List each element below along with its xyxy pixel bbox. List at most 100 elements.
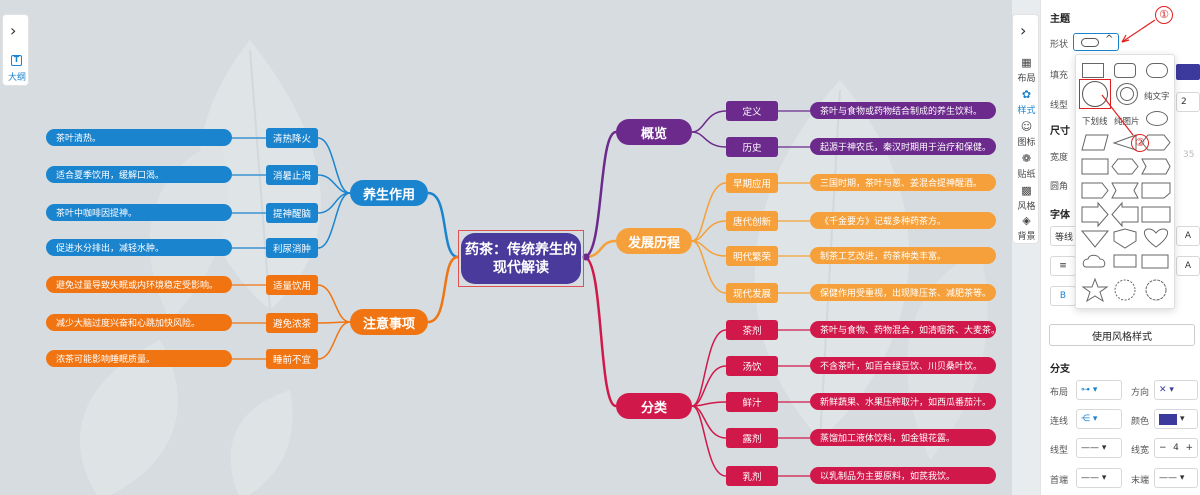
subtopic[interactable]: 定义 — [726, 101, 778, 121]
plus-icon[interactable]: + — [1185, 443, 1193, 453]
subtopic[interactable]: 乳剂 — [726, 466, 778, 486]
branch-title: 分支 — [1050, 364, 1070, 375]
main-topic[interactable]: 分类 — [616, 393, 692, 419]
detail-topic[interactable]: 蒸馏加工液体饮料，如金银花露。 — [810, 429, 996, 446]
leaf-decoration-bottom — [80, 340, 293, 495]
head-end-select[interactable]: —— ▾ — [1076, 468, 1122, 488]
bold-button[interactable]: B — [1050, 286, 1076, 306]
subtopic[interactable]: 清热降火 — [266, 128, 318, 148]
font-family-select[interactable]: 等线 — [1050, 226, 1078, 246]
main-topic[interactable]: 概览 — [616, 119, 692, 145]
subtopic[interactable]: 鲜汁 — [726, 392, 778, 412]
sub-connector — [691, 405, 727, 477]
detail-topic[interactable]: 茶叶与食物或药物结合制成的养生饮料。 — [810, 102, 996, 119]
minus-icon[interactable]: − — [1159, 443, 1167, 453]
mindmap-canvas[interactable]: 药茶：传统养生的现代解读 概览 定义 茶叶与食物或药物结合制成的养生饮料。历史 起源于… — [0, 0, 1012, 495]
subtopic[interactable]: 唐代创新 — [726, 211, 778, 231]
detail-topic[interactable]: 减少大脑过度兴奋和心跳加快风险。 — [46, 314, 232, 331]
emoji-icon: ☺ — [1020, 120, 1033, 133]
fill-color-swatch[interactable] — [1176, 64, 1200, 80]
shape-rectangle[interactable] — [1082, 63, 1104, 78]
shape-ellipse[interactable] — [1146, 111, 1168, 126]
strip-icons[interactable]: ☺ 图标 — [1013, 120, 1040, 149]
detail-topic[interactable]: 茶叶清热。 — [46, 129, 232, 146]
connector-select[interactable]: ⋲ ▾ — [1076, 409, 1122, 429]
outline-icon[interactable]: T — [11, 55, 22, 66]
shape-image[interactable]: 纯图片 — [1114, 117, 1140, 127]
main-topic[interactable]: 发展历程 — [616, 228, 692, 254]
subtopic[interactable]: 适量饮用 — [266, 275, 318, 295]
detail-topic[interactable]: 适合夏季饮用，缓解口渴。 — [46, 166, 232, 183]
sub-connector — [691, 182, 727, 242]
main-connector — [427, 255, 459, 324]
chevron-up-icon: ^ — [1105, 34, 1114, 45]
strip-sticker[interactable]: ❁ 贴纸 — [1013, 153, 1040, 181]
shape-pill[interactable] — [1146, 63, 1168, 78]
detail-topic[interactable]: 保健作用受重视，出现降压茶、减肥茶等。 — [810, 284, 996, 301]
width-value[interactable]: 35 — [1183, 150, 1195, 160]
line-type-select[interactable]: —— ▾ — [1076, 438, 1122, 458]
subtopic[interactable]: 汤饮 — [726, 356, 778, 376]
strip-background[interactable]: ◈ 背景 — [1013, 214, 1040, 243]
central-topic[interactable]: 药茶：传统养生的现代解读 — [458, 230, 584, 287]
line-width-stepper[interactable]: − 4 + — [1154, 438, 1198, 458]
detail-topic[interactable]: 起源于神农氏，秦汉时期用于治疗和保健。 — [810, 138, 996, 155]
outline-label[interactable]: 大纲 — [8, 73, 27, 83]
subtopic[interactable]: 消暑止渴 — [266, 165, 318, 185]
rounded-shape-icon — [1081, 38, 1099, 47]
expand-chevron-icon[interactable]: › — [10, 21, 17, 40]
detail-topic[interactable]: 《千金要方》记载多种药茶方。 — [810, 212, 996, 229]
detail-topic[interactable]: 不含茶叶，如百合绿豆饮、川贝桑叶饮。 — [810, 357, 996, 374]
subtopic[interactable]: 现代发展 — [726, 283, 778, 303]
sub-connector — [691, 365, 727, 407]
line-value[interactable]: 2 — [1176, 92, 1200, 112]
detail-topic[interactable]: 茶叶中咖啡因提神。 — [46, 204, 232, 221]
radius-label: 圆角 — [1050, 182, 1069, 192]
strip-layout-label: 布局 — [1017, 74, 1036, 84]
main-topic[interactable]: 注意事项 — [350, 309, 428, 335]
subtopic[interactable]: 露剂 — [726, 428, 778, 448]
branch-color-select[interactable]: ▾ — [1154, 409, 1198, 429]
strip-layout[interactable]: ▦ 布局 — [1013, 57, 1040, 85]
branch-direction-select[interactable]: ✕ ▾ — [1154, 380, 1198, 400]
detail-topic[interactable]: 茶叶与食物、药物混合，如清咽茶、大麦茶。 — [810, 321, 1000, 338]
subtopic[interactable]: 避免浓茶 — [266, 313, 318, 333]
detail-topic[interactable]: 以乳制品为主要原料，如芪我饮。 — [810, 467, 996, 484]
subtopic[interactable]: 睡前不宜 — [266, 349, 318, 369]
font-color-button[interactable]: A — [1176, 256, 1200, 276]
main-topic[interactable]: 养生作用 — [350, 180, 428, 206]
detail-topic[interactable]: 浓茶可能影响睡眠质量。 — [46, 350, 232, 367]
line-width-label: 线宽 — [1131, 446, 1150, 456]
shape-plain-text[interactable]: 纯文字 — [1144, 92, 1170, 102]
theme-title: 主题 — [1050, 14, 1070, 25]
strip-theme[interactable]: ▩ 风格 — [1013, 185, 1040, 213]
subtopic[interactable]: 明代繁荣 — [726, 246, 778, 266]
subtopic[interactable]: 提神醒脑 — [266, 203, 318, 223]
shape-circle[interactable] — [1082, 81, 1108, 107]
branch-layout-select[interactable]: ⊶ ▾ — [1076, 380, 1122, 400]
strip-style[interactable]: ✿ 样式 — [1013, 89, 1040, 117]
shape-picker-popover: 纯文字 下划线 纯图片 — [1075, 54, 1175, 309]
shape-select[interactable]: ^ — [1073, 33, 1119, 51]
shape-underline[interactable]: 下划线 — [1082, 117, 1108, 127]
align-left-button[interactable]: ≡ — [1050, 256, 1076, 276]
font-size-up-button[interactable]: A — [1176, 226, 1200, 246]
detail-topic[interactable]: 三国时期，茶叶与葱、姜混合提神醒酒。 — [810, 174, 996, 191]
subtopic[interactable]: 茶剂 — [726, 320, 778, 340]
font-family-value: 等线 — [1055, 232, 1074, 243]
subtopic[interactable]: 历史 — [726, 137, 778, 157]
branch-layout-label: 布局 — [1050, 388, 1069, 398]
detail-topic[interactable]: 促进水分排出，减轻水肿。 — [46, 239, 232, 256]
detail-topic[interactable]: 避免过量导致失眠或内环境稳定受影响。 — [46, 276, 232, 293]
shape-rounded-rect[interactable] — [1114, 63, 1136, 78]
use-theme-style-button[interactable]: 使用风格样式 — [1049, 324, 1195, 346]
subtopic[interactable]: 早期应用 — [726, 173, 778, 193]
tail-end-select[interactable]: —— ▾ — [1154, 468, 1198, 488]
detail-topic[interactable]: 制茶工艺改进，药茶种类丰富。 — [810, 247, 996, 264]
layers-icon: ◈ — [1022, 214, 1031, 227]
detail-topic[interactable]: 新鲜蔬果、水果压榨取汁，如西瓜番茄汁。 — [810, 393, 996, 410]
collapse-chevron-icon[interactable]: › — [1020, 21, 1027, 40]
shape-double-circle[interactable] — [1116, 83, 1138, 105]
right-icon-strip: › ▦ 布局 ✿ 样式 ☺ 图标 ❁ 贴纸 ▩ 风格 ◈ 背景 — [1012, 14, 1039, 244]
subtopic[interactable]: 利尿消肿 — [266, 238, 318, 258]
